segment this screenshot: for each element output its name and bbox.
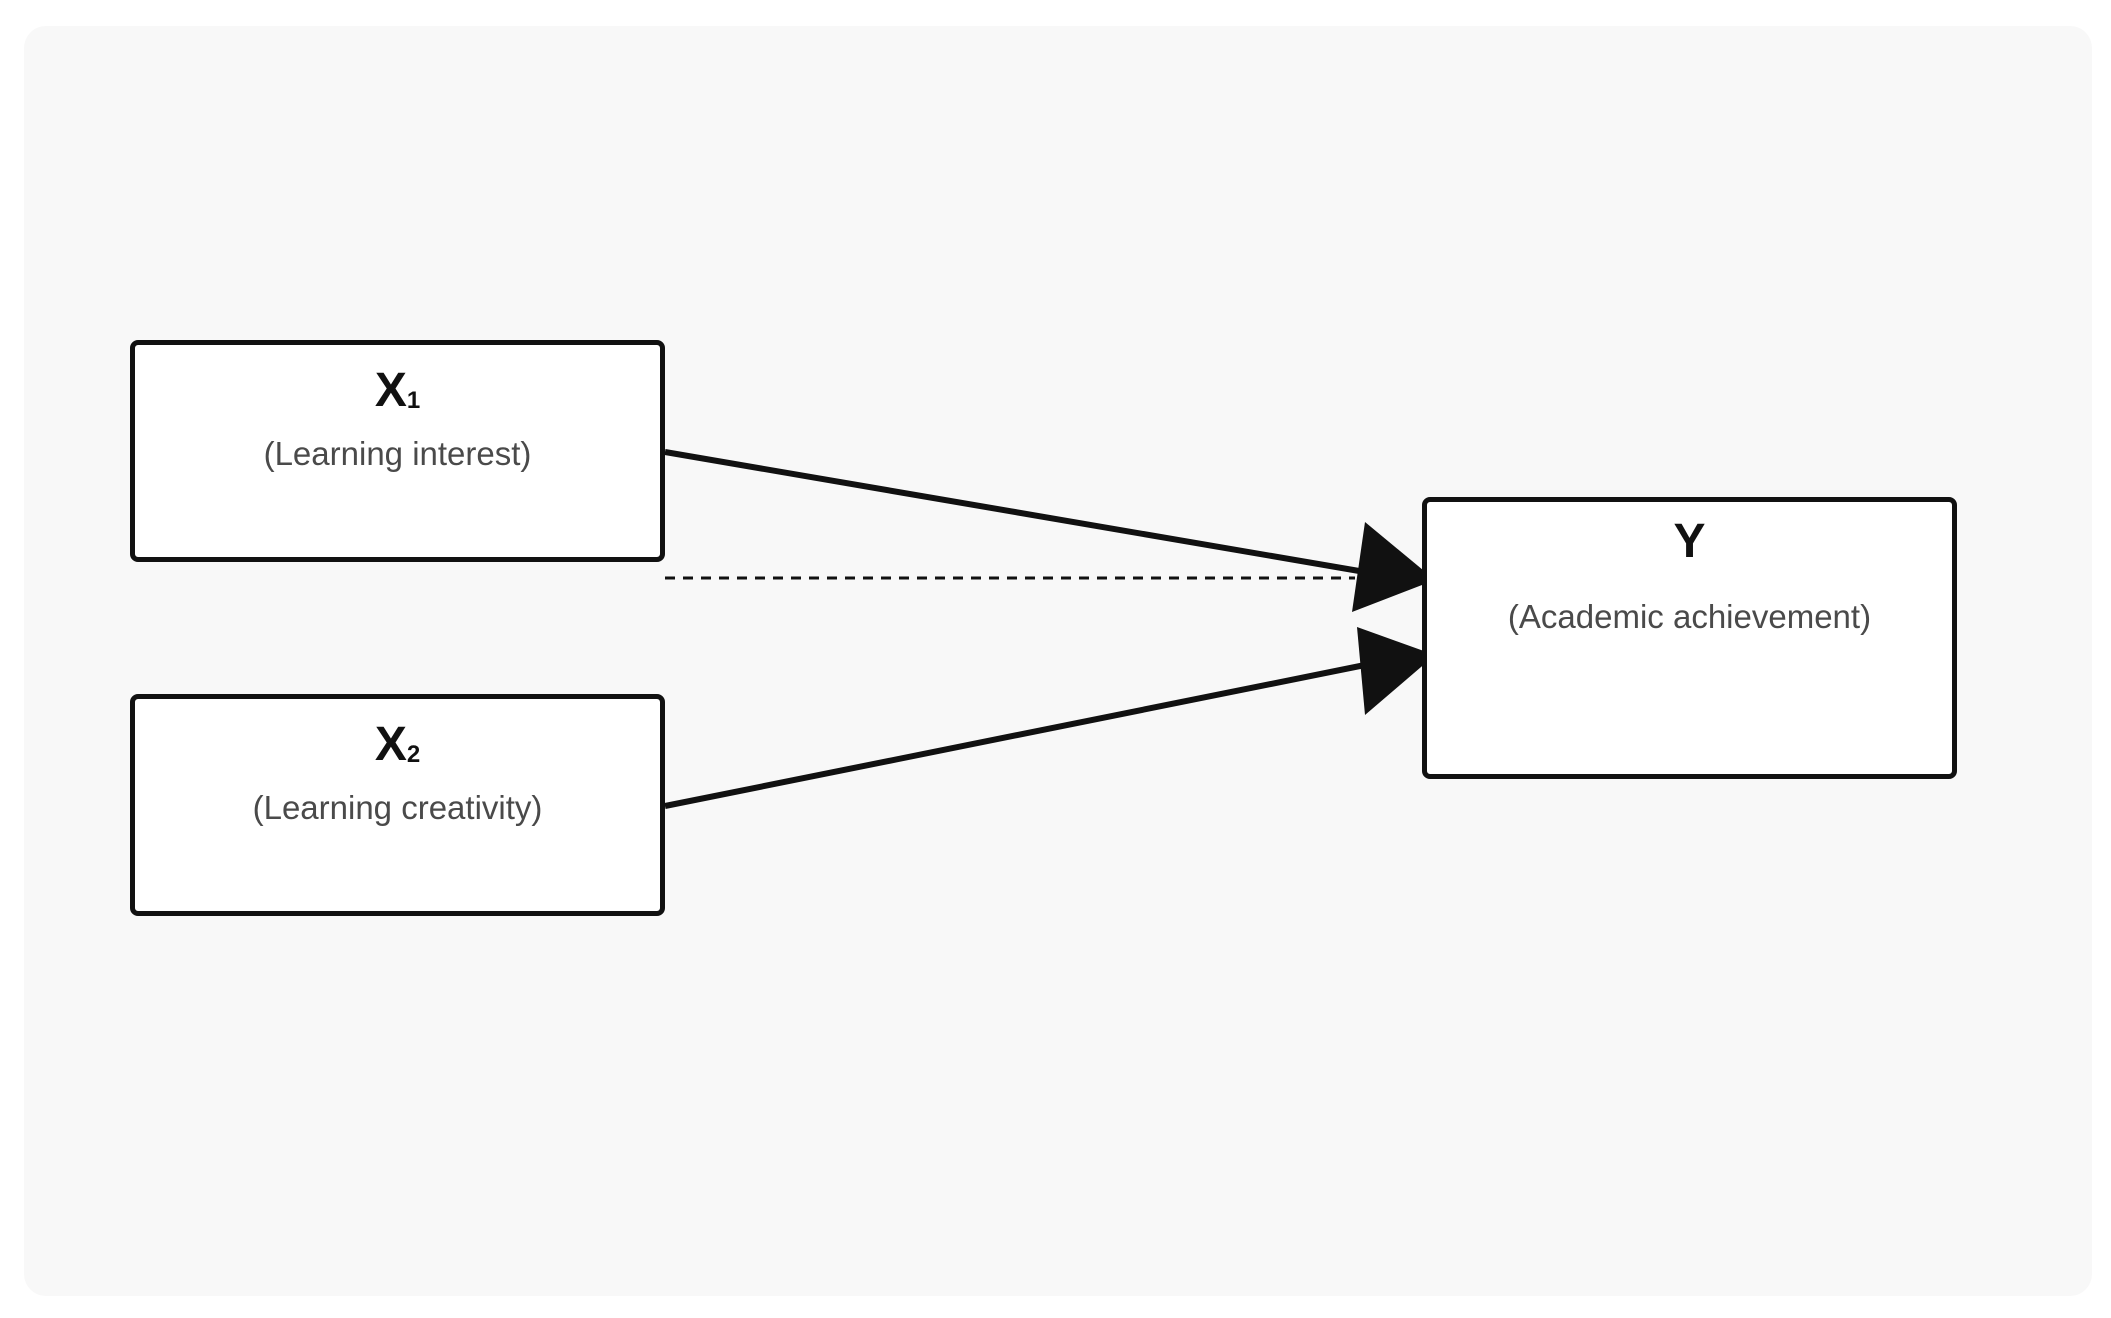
- node-y-academic-achievement: Y (Academic achievement): [1422, 497, 1957, 779]
- node-x2-label: (Learning creativity): [252, 789, 543, 826]
- arrowhead-x1-to-y: [1352, 522, 1435, 612]
- node-x1-learning-interest: X1 (Learning interest): [130, 340, 665, 562]
- node-x1-subscript: 1: [406, 387, 421, 414]
- node-x2-symbol: X2: [374, 718, 421, 771]
- node-x1-label: (Learning interest): [263, 435, 532, 472]
- node-x1-symbol: X1: [374, 364, 421, 417]
- node-x2-subscript: 2: [406, 741, 421, 768]
- edge-x1-to-y: [664, 449, 1366, 575]
- node-y-label: (Academic achievement): [1507, 598, 1872, 635]
- arrowhead-x2-to-y: [1357, 627, 1435, 715]
- node-x2-learning-creativity: X2 (Learning creativity): [130, 694, 665, 916]
- node-y-symbol: Y: [1673, 515, 1706, 568]
- edge-x2-to-y: [664, 662, 1366, 809]
